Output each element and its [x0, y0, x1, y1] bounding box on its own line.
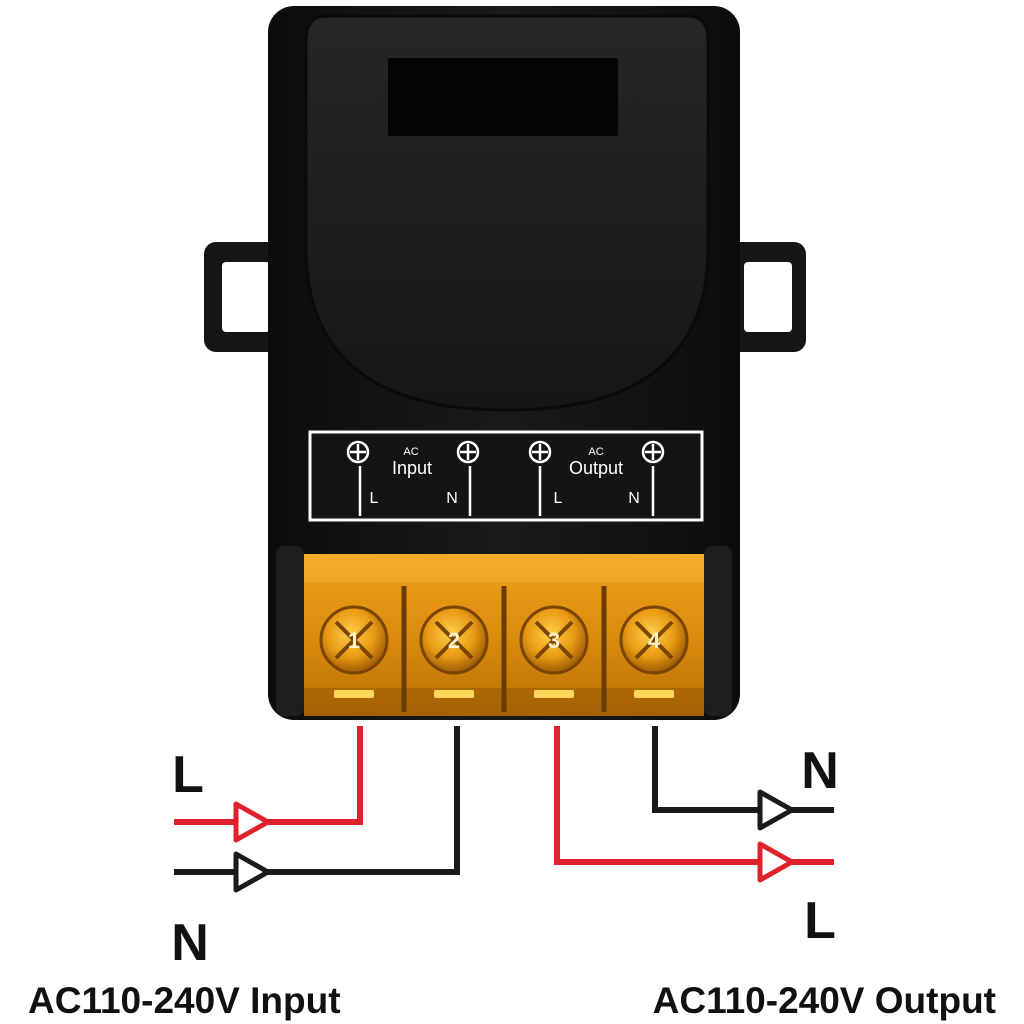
output-n-label: N	[628, 490, 640, 507]
label-window	[388, 58, 618, 136]
terminal-screw-3: 3	[519, 605, 589, 698]
terminal-number: 3	[548, 628, 560, 653]
output-caption: AC110-240V Output	[653, 980, 996, 1021]
input-l-label: L	[370, 490, 379, 507]
input-caption: AC110-240V Input	[28, 980, 341, 1021]
terminal-screw-1: 1	[319, 605, 389, 698]
output-label: Output	[569, 458, 623, 478]
terminal-screw-2: 2	[419, 605, 489, 698]
arrow-right-icon	[757, 841, 795, 883]
mounting-ear-right	[726, 242, 806, 352]
input-ac-label: AC	[403, 446, 418, 458]
plus-icon	[346, 440, 370, 464]
output-live-letter: L	[804, 892, 836, 950]
terminal-rail-left	[276, 546, 304, 716]
terminal-number: 2	[448, 628, 460, 653]
arrow-right-icon	[233, 851, 271, 893]
terminal-number: 1	[348, 628, 360, 653]
plus-icon	[528, 440, 552, 464]
output-live-wire	[554, 726, 834, 865]
mounting-ear-left	[204, 242, 284, 352]
plus-icon	[456, 440, 480, 464]
output-ac-label: AC	[588, 446, 603, 458]
input-live-letter: L	[172, 746, 204, 804]
terminal-number: 4	[648, 628, 661, 653]
terminal-screw-4: 4	[619, 605, 689, 698]
input-neutral-wire	[174, 726, 460, 875]
terminal-rail-right	[704, 546, 732, 716]
input-label: Input	[392, 458, 432, 478]
arrow-right-icon	[233, 801, 271, 843]
plus-icon	[641, 440, 665, 464]
input-neutral-letter: N	[171, 914, 209, 972]
output-neutral-letter: N	[801, 742, 839, 800]
input-n-label: N	[446, 490, 458, 507]
output-l-label: L	[554, 490, 563, 507]
terminal-panel: AC Input L N AC Output L N	[308, 430, 704, 522]
arrow-right-icon	[757, 789, 795, 831]
